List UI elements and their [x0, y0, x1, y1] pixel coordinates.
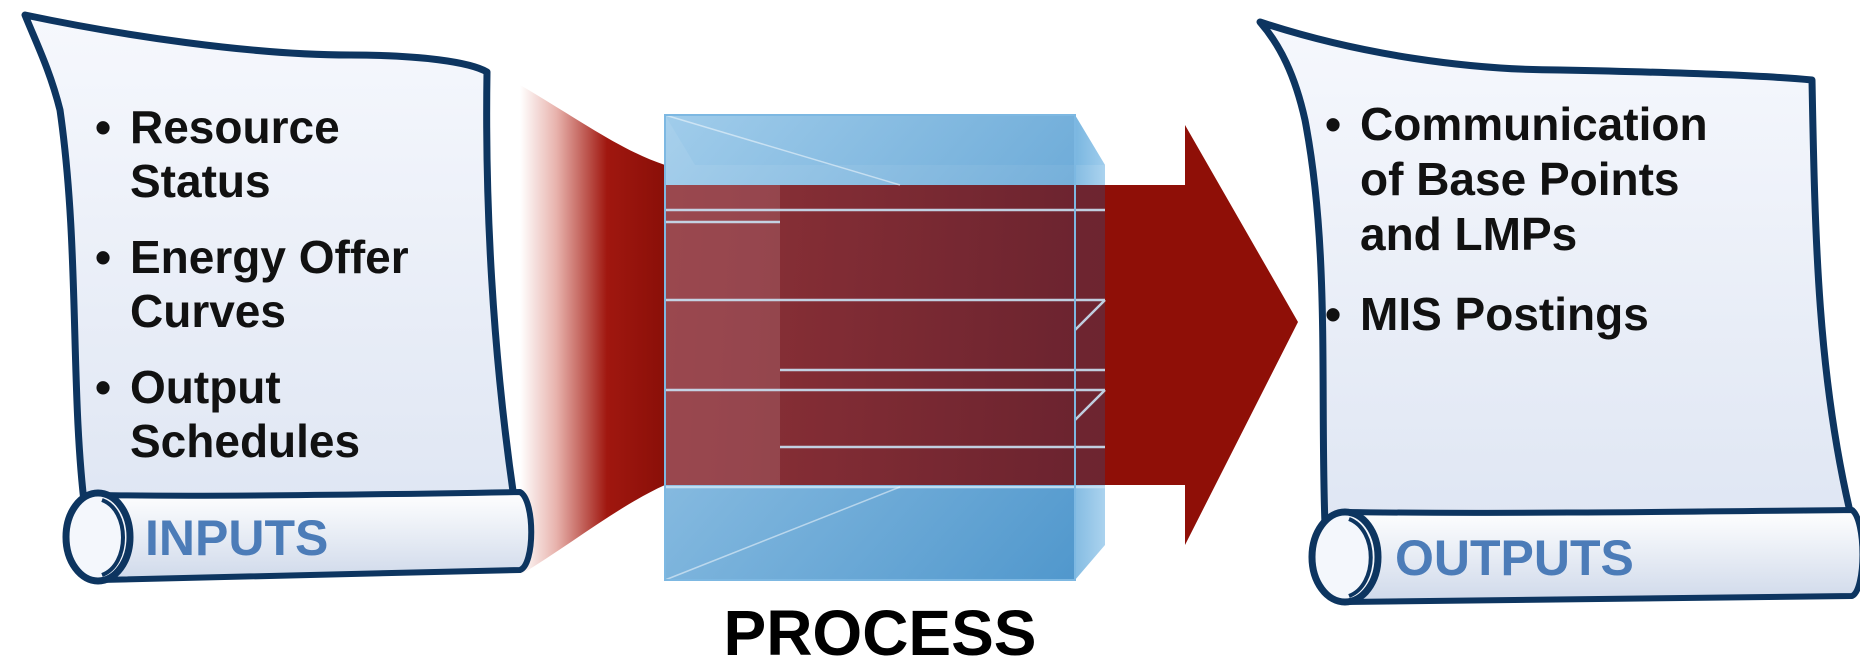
svg-text:Output: Output	[130, 361, 281, 413]
svg-text:MIS Postings: MIS Postings	[1360, 288, 1649, 340]
input-funnel	[520, 85, 665, 575]
outputs-item: • MIS Postings	[1325, 288, 1649, 340]
svg-text:•: •	[95, 361, 111, 413]
inputs-item: • Energy Offer Curves	[95, 231, 409, 337]
outputs-item: • Communication of Base Points and LMPs	[1325, 98, 1708, 260]
output-arrow	[1105, 125, 1298, 545]
process-label: PROCESS	[724, 597, 1037, 657]
svg-text:of Base Points: of Base Points	[1360, 153, 1680, 205]
svg-text:•: •	[1325, 288, 1341, 340]
process-flow-block	[665, 185, 1105, 485]
outputs-scroll	[1256, 18, 1860, 606]
svg-text:Resource: Resource	[130, 101, 340, 153]
svg-text:•: •	[95, 231, 111, 283]
outputs-list: • Communication of Base Points and LMPs …	[1325, 98, 1708, 340]
svg-text:Energy Offer: Energy Offer	[130, 231, 409, 283]
process-cube	[664, 114, 1106, 581]
inputs-list: • Resource Status • Energy Offer Curves …	[95, 101, 409, 467]
svg-text:Curves: Curves	[130, 285, 286, 337]
outputs-label: OUTPUTS	[1395, 530, 1634, 586]
svg-text:and LMPs: and LMPs	[1360, 208, 1577, 260]
svg-text:•: •	[1325, 98, 1341, 150]
svg-text:Schedules: Schedules	[130, 415, 360, 467]
outputs-roll-end	[1308, 508, 1382, 606]
inputs-item: • Output Schedules	[95, 361, 360, 467]
inputs-item: • Resource Status	[95, 101, 340, 207]
inputs-roll-end	[62, 489, 134, 585]
inputs-scroll	[21, 11, 535, 585]
svg-text:•: •	[95, 101, 111, 153]
inputs-label: INPUTS	[145, 510, 328, 566]
svg-text:Status: Status	[130, 155, 271, 207]
svg-text:Communication: Communication	[1360, 98, 1708, 150]
